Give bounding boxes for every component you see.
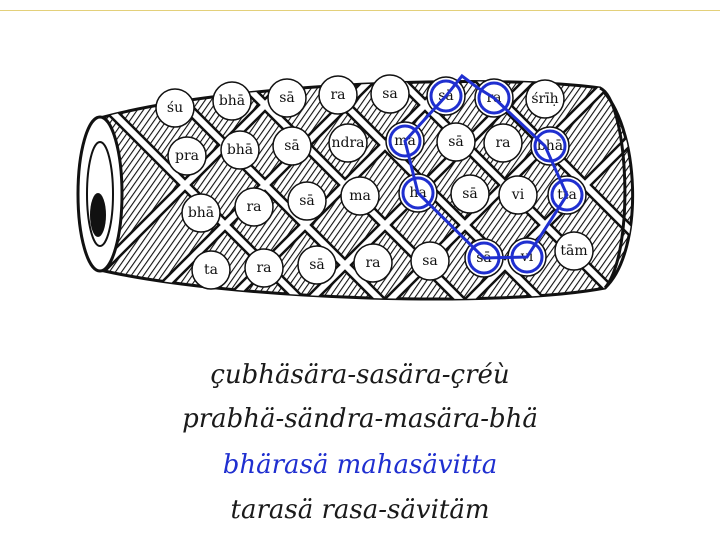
svg-text:pra: pra (175, 148, 199, 164)
top-rule (0, 10, 720, 11)
svg-text:ta: ta (204, 262, 218, 278)
svg-text:bhā: bhā (188, 205, 214, 221)
svg-text:tām: tām (560, 243, 587, 259)
svg-text:ra: ra (330, 87, 345, 103)
mrdanga-drum-figure: śu bhā sā ra sa sā ra śrīḥ pra bhā sā nd… (76, 73, 634, 301)
syllable-bubble: sā (272, 126, 312, 166)
syllable-bubble: ra (234, 187, 274, 227)
syllable-bubble: ra (353, 243, 393, 283)
svg-text:bhā: bhā (227, 142, 253, 158)
svg-text:sā: sā (284, 138, 300, 154)
svg-text:ra: ra (495, 135, 510, 151)
drum-left-hole (90, 193, 106, 237)
syllable-bubble: sā (450, 174, 490, 214)
drum-right-face (599, 86, 627, 289)
svg-text:vi: vi (511, 187, 525, 203)
syllable-bubble: sā (436, 122, 476, 162)
syllable-bubble: bhā (220, 130, 260, 170)
drum-left-face-inner (86, 141, 114, 247)
svg-text:sā: sā (309, 257, 325, 273)
syllable-bubble: ma (340, 176, 380, 216)
svg-text:śrīḥ: śrīḥ (531, 91, 558, 107)
svg-text:sā: sā (299, 193, 315, 209)
syllable-bubble: bhā (212, 81, 252, 121)
syllable-bubble: sa (410, 241, 450, 281)
svg-text:śu: śu (167, 100, 183, 116)
verse-line-4: tarasä rasa-sävitäm (230, 495, 490, 525)
syllable-bubble: ta (191, 250, 231, 290)
syllable-bubble: sa (370, 74, 410, 114)
verse-line-2: prabhä-sändra-masära-bhä (182, 404, 538, 434)
syllable-bubble: ra (318, 75, 358, 115)
svg-text:sa: sa (422, 253, 438, 269)
svg-text:sā: sā (462, 186, 478, 202)
svg-text:bhā: bhā (219, 93, 245, 109)
syllable-bubble: pra (167, 136, 207, 176)
verse-line-1: çubhäsära-sasära-çréù (210, 360, 510, 390)
syllable-bubble: bhā (181, 193, 221, 233)
syllable-bubble: ndra (328, 123, 368, 163)
syllable-bubble: sā (267, 78, 307, 118)
svg-text:sā: sā (448, 134, 464, 150)
svg-text:bhā: bhā (537, 138, 563, 154)
syllable-bubble: sā (297, 245, 337, 285)
svg-text:ra: ra (246, 199, 261, 215)
syllable-bubble: vi (498, 175, 538, 215)
syllable-bubble: bhā (530, 126, 570, 166)
svg-text:sā: sā (279, 90, 295, 106)
syllable-bubble: śrīḥ (525, 79, 565, 119)
svg-text:sa: sa (382, 86, 398, 102)
svg-text:ma: ma (349, 188, 371, 204)
bandha-highlight-path (388, 73, 584, 275)
syllable-bubble: śu (155, 88, 195, 128)
svg-text:ndra: ndra (331, 135, 364, 151)
svg-text:ra: ra (256, 260, 271, 276)
syllable-bubble: ra (244, 248, 284, 288)
syllable-bubble: ra (483, 123, 523, 163)
syllable-bubble: tām (554, 231, 594, 271)
drum-svg: śu bhā sā ra sa sā ra śrīḥ pra bhā sā nd… (76, 73, 634, 301)
verse-line-3: bhärasä mahasävitta (222, 450, 498, 480)
svg-text:ra: ra (365, 255, 380, 271)
syllable-bubble: sā (287, 181, 327, 221)
